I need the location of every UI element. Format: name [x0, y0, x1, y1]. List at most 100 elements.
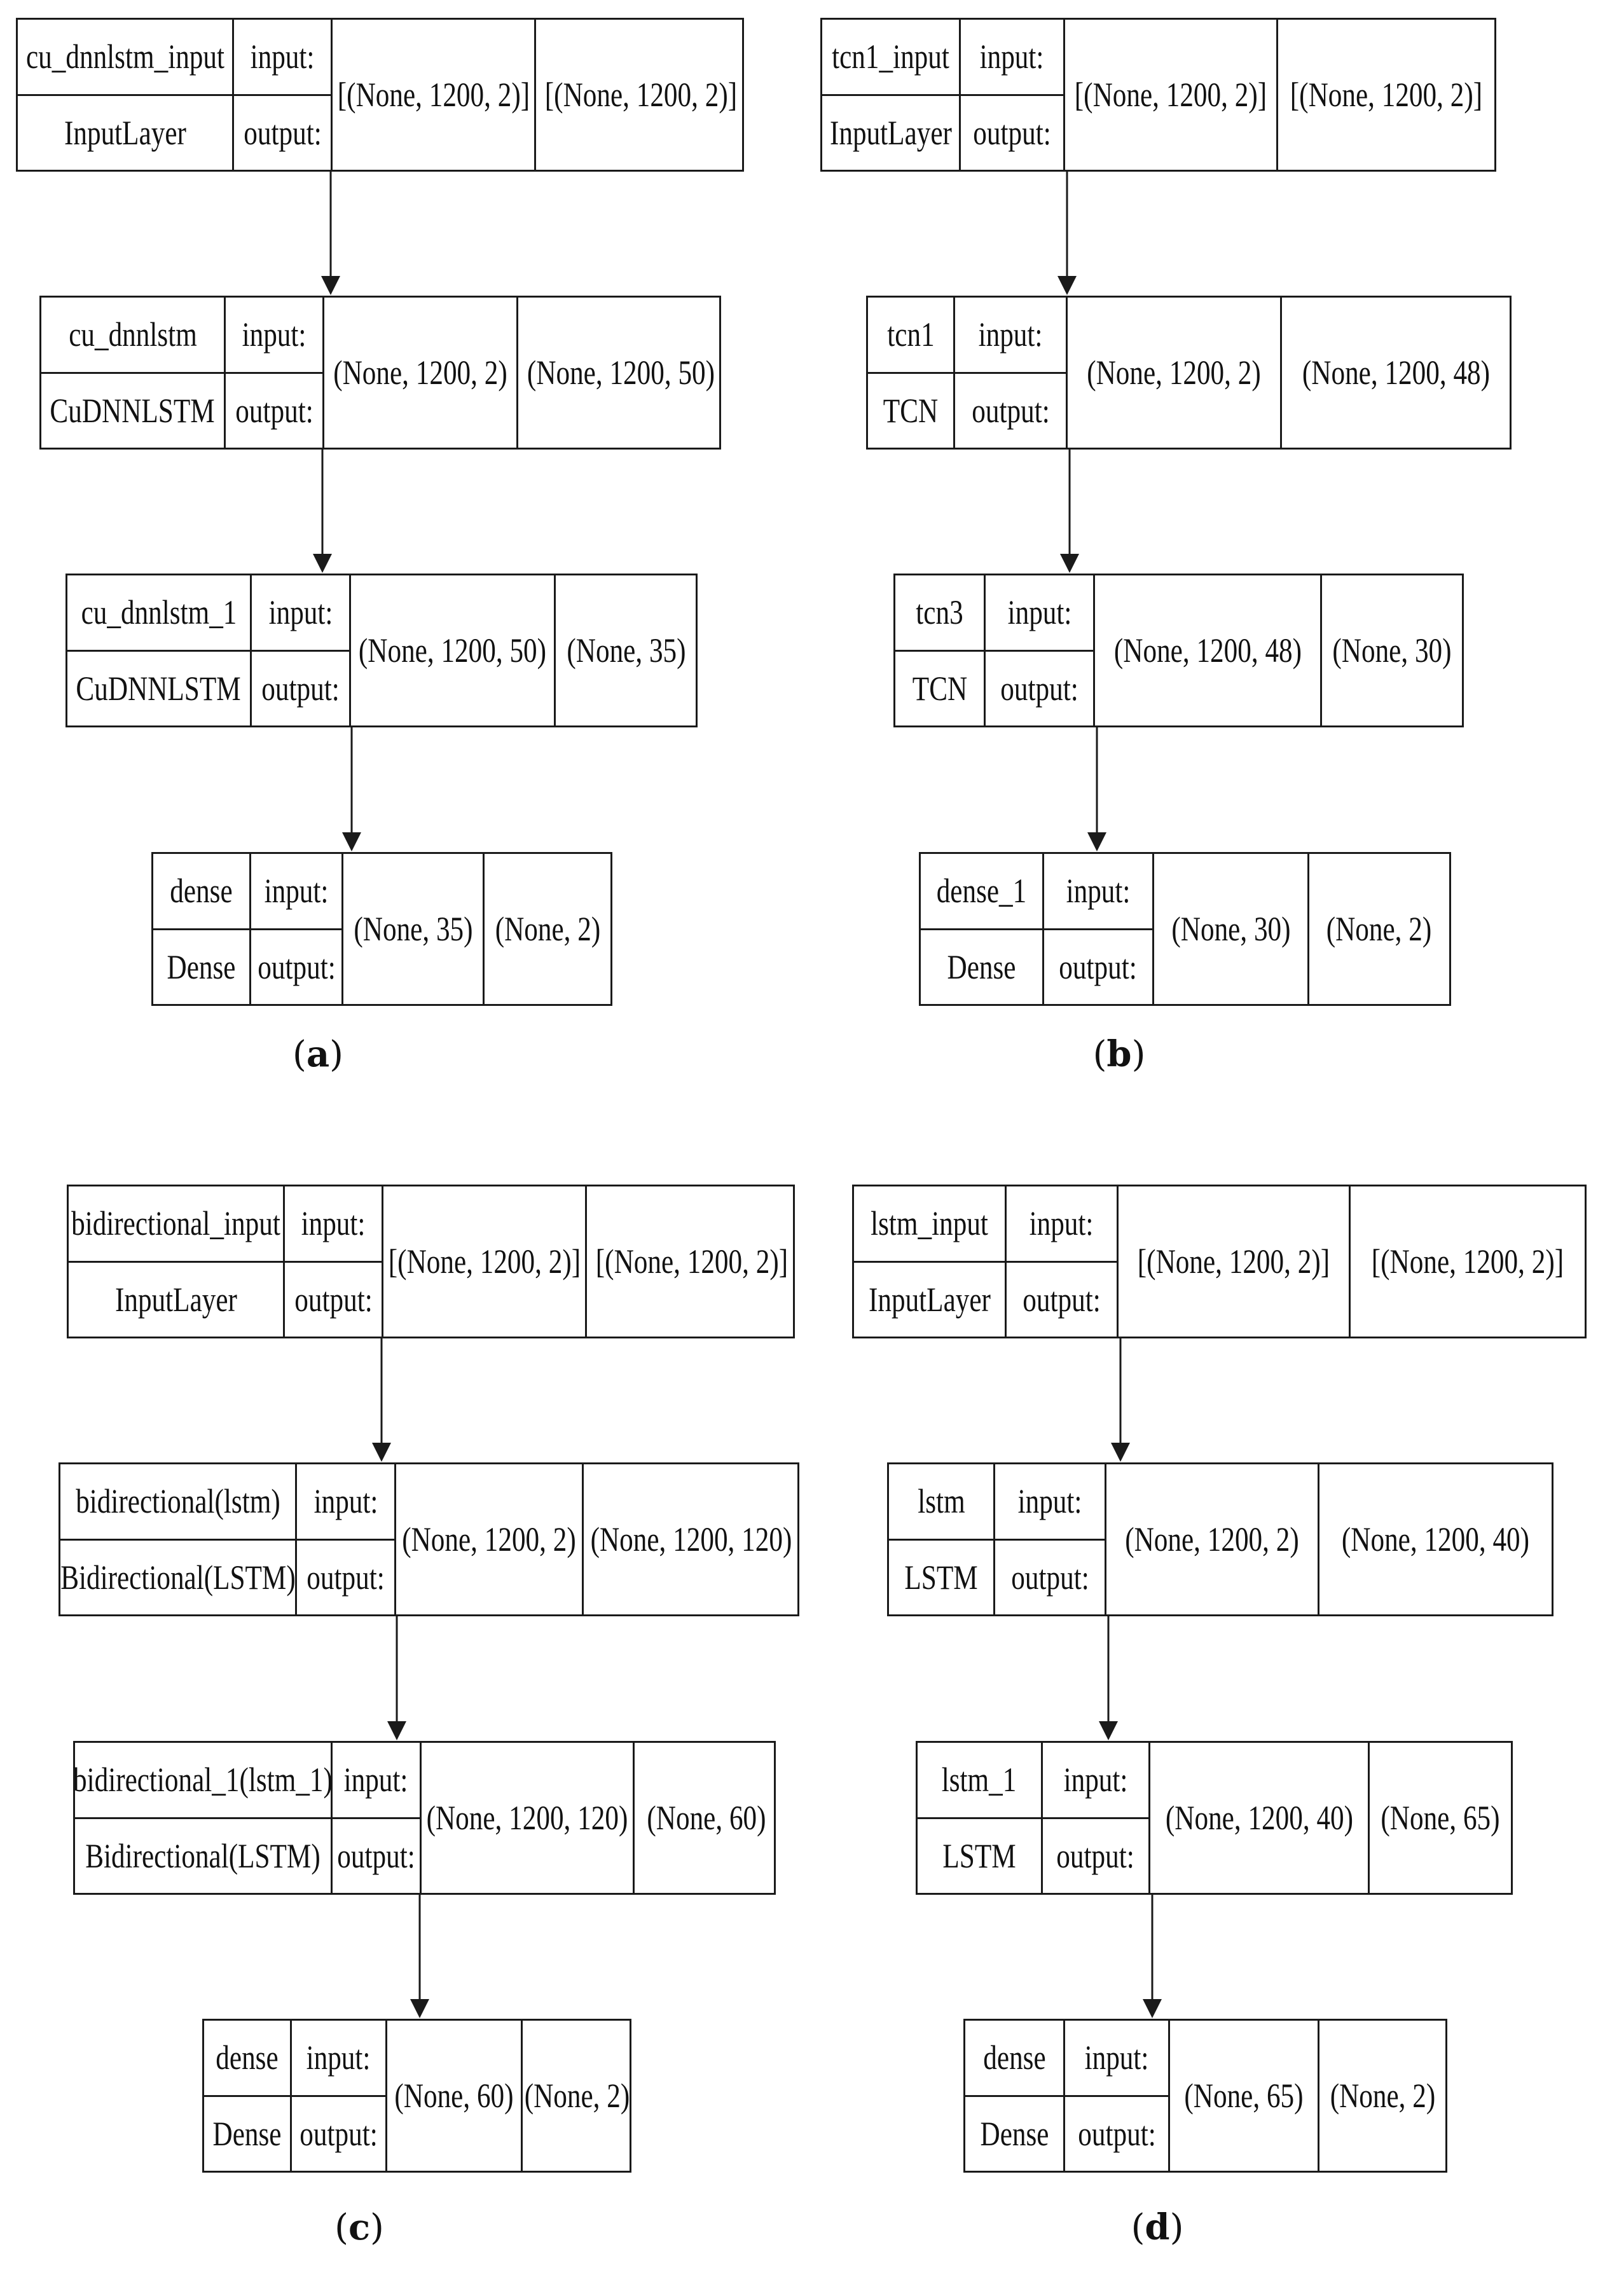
output-shape: (None, 2): [495, 910, 600, 948]
input-label: input:: [1017, 1482, 1082, 1521]
layer-name: cu_dnnlstm: [68, 315, 197, 354]
output-shape: (None, 30): [1332, 631, 1452, 670]
layer-type: InputLayer: [868, 1280, 991, 1319]
input-shape: [(None, 1200, 2)]: [1074, 76, 1267, 114]
output-shape: [(None, 1200, 2)]: [544, 76, 738, 114]
output-label: output:: [243, 113, 322, 152]
input-label: input:: [268, 593, 333, 632]
output-shape: (None, 2): [1330, 2077, 1435, 2115]
layer-type: TCN: [912, 669, 967, 708]
layer-type: TCN: [883, 391, 939, 430]
input-label: input:: [307, 2038, 371, 2077]
output-shape: (None, 2): [525, 2077, 630, 2115]
layer-node: bidirectional(lstm)Bidirectional(LSTM)in…: [59, 1462, 799, 1616]
layer-type: Bidirectional(LSTM): [85, 1836, 320, 1875]
layer-type: CuDNNLSTM: [76, 669, 242, 708]
input-shape: (None, 65): [1184, 2077, 1304, 2115]
output-shape: (None, 65): [1381, 1799, 1500, 1837]
layer-name: tcn3: [916, 593, 963, 632]
output-shape: (None, 60): [646, 1799, 766, 1837]
input-label: input:: [1030, 1204, 1094, 1243]
layer-name: bidirectional(lstm): [75, 1482, 280, 1521]
layer-type: CuDNNLSTM: [50, 391, 216, 430]
output-label: output:: [973, 113, 1051, 152]
output-label: output:: [294, 1280, 373, 1319]
output-label: output:: [261, 669, 340, 708]
output-label: output:: [1000, 669, 1078, 708]
layer-type: Bidirectional(LSTM): [60, 1558, 296, 1597]
layer-name: bidirectional_input: [71, 1204, 280, 1243]
panel-caption-letter: d: [1145, 2206, 1170, 2248]
output-label: output:: [235, 391, 313, 430]
output-shape: [(None, 1200, 2)]: [1290, 76, 1483, 114]
input-shape: (None, 35): [353, 910, 473, 948]
input-shape: (None, 30): [1171, 910, 1291, 948]
output-label: output:: [257, 947, 336, 986]
output-label: output:: [1010, 1558, 1089, 1597]
layer-name: lstm_input: [871, 1204, 988, 1243]
layer-type: Dense: [980, 2114, 1049, 2153]
layer-name: dense: [170, 872, 233, 911]
layer-name: lstm: [917, 1482, 965, 1521]
input-label: input:: [242, 315, 307, 354]
layer-name: tcn1: [886, 315, 935, 354]
input-label: input:: [264, 872, 329, 911]
output-label: output:: [1023, 1280, 1101, 1319]
layer-type: Dense: [167, 947, 236, 986]
input-shape: (None, 1200, 2): [1125, 1520, 1299, 1558]
input-label: input:: [344, 1761, 408, 1799]
input-shape: (None, 1200, 50): [358, 631, 547, 670]
input-shape: [(None, 1200, 2)]: [337, 76, 530, 114]
layer-node: bidirectional_1(lstm_1) Bidirectional(LST…: [73, 1741, 776, 1895]
panel-caption: (a): [292, 1033, 343, 1075]
output-label: output:: [1059, 947, 1138, 986]
layer-type: InputLayer: [64, 113, 186, 152]
input-shape: (None, 1200, 40): [1165, 1799, 1353, 1837]
output-shape: [(None, 1200, 2)]: [595, 1242, 789, 1281]
layer-type: Dense: [212, 2114, 282, 2153]
input-shape: (None, 1200, 48): [1113, 631, 1302, 670]
layer-type: LSTM: [942, 1836, 1016, 1875]
output-label: output:: [307, 1558, 385, 1597]
layer-name: cu_dnnlstm_input: [25, 38, 224, 76]
panel-caption-letter: c: [348, 2206, 371, 2248]
input-label: input:: [978, 315, 1043, 354]
layer-name: cu_dnnlstm_1: [81, 593, 237, 632]
layer-type: LSTM: [904, 1558, 978, 1597]
input-shape: (None, 1200, 120): [426, 1799, 628, 1837]
layer-type: Dense: [947, 947, 1016, 986]
output-shape: (None, 35): [567, 631, 686, 670]
input-shape: (None, 1200, 2): [402, 1520, 576, 1558]
layer-name: dense: [216, 2038, 279, 2077]
input-label: input:: [250, 38, 315, 76]
output-label: output:: [1077, 2114, 1156, 2153]
input-label: input:: [980, 38, 1044, 76]
output-shape: (None, 1200, 50): [527, 354, 715, 392]
output-label: output:: [300, 2114, 378, 2153]
panel-caption-letter: b: [1106, 1033, 1132, 1075]
input-shape: (None, 1200, 2): [1087, 354, 1261, 392]
output-shape: (None, 2): [1326, 910, 1432, 948]
input-label: input:: [1066, 872, 1131, 911]
layer-type: InputLayer: [829, 113, 952, 152]
panel-caption: (b): [1092, 1033, 1146, 1075]
input-shape: (None, 1200, 2): [333, 354, 507, 392]
input-label: input:: [1084, 2038, 1149, 2077]
output-shape: [(None, 1200, 2)]: [1371, 1242, 1564, 1281]
output-label: output:: [971, 391, 1050, 430]
layer-name: dense_1: [936, 872, 1027, 911]
panel-caption: (d): [1131, 2206, 1184, 2248]
layer-name: lstm_1: [942, 1761, 1017, 1799]
layer-name: bidirectional_1(lstm_1): [73, 1761, 333, 1799]
